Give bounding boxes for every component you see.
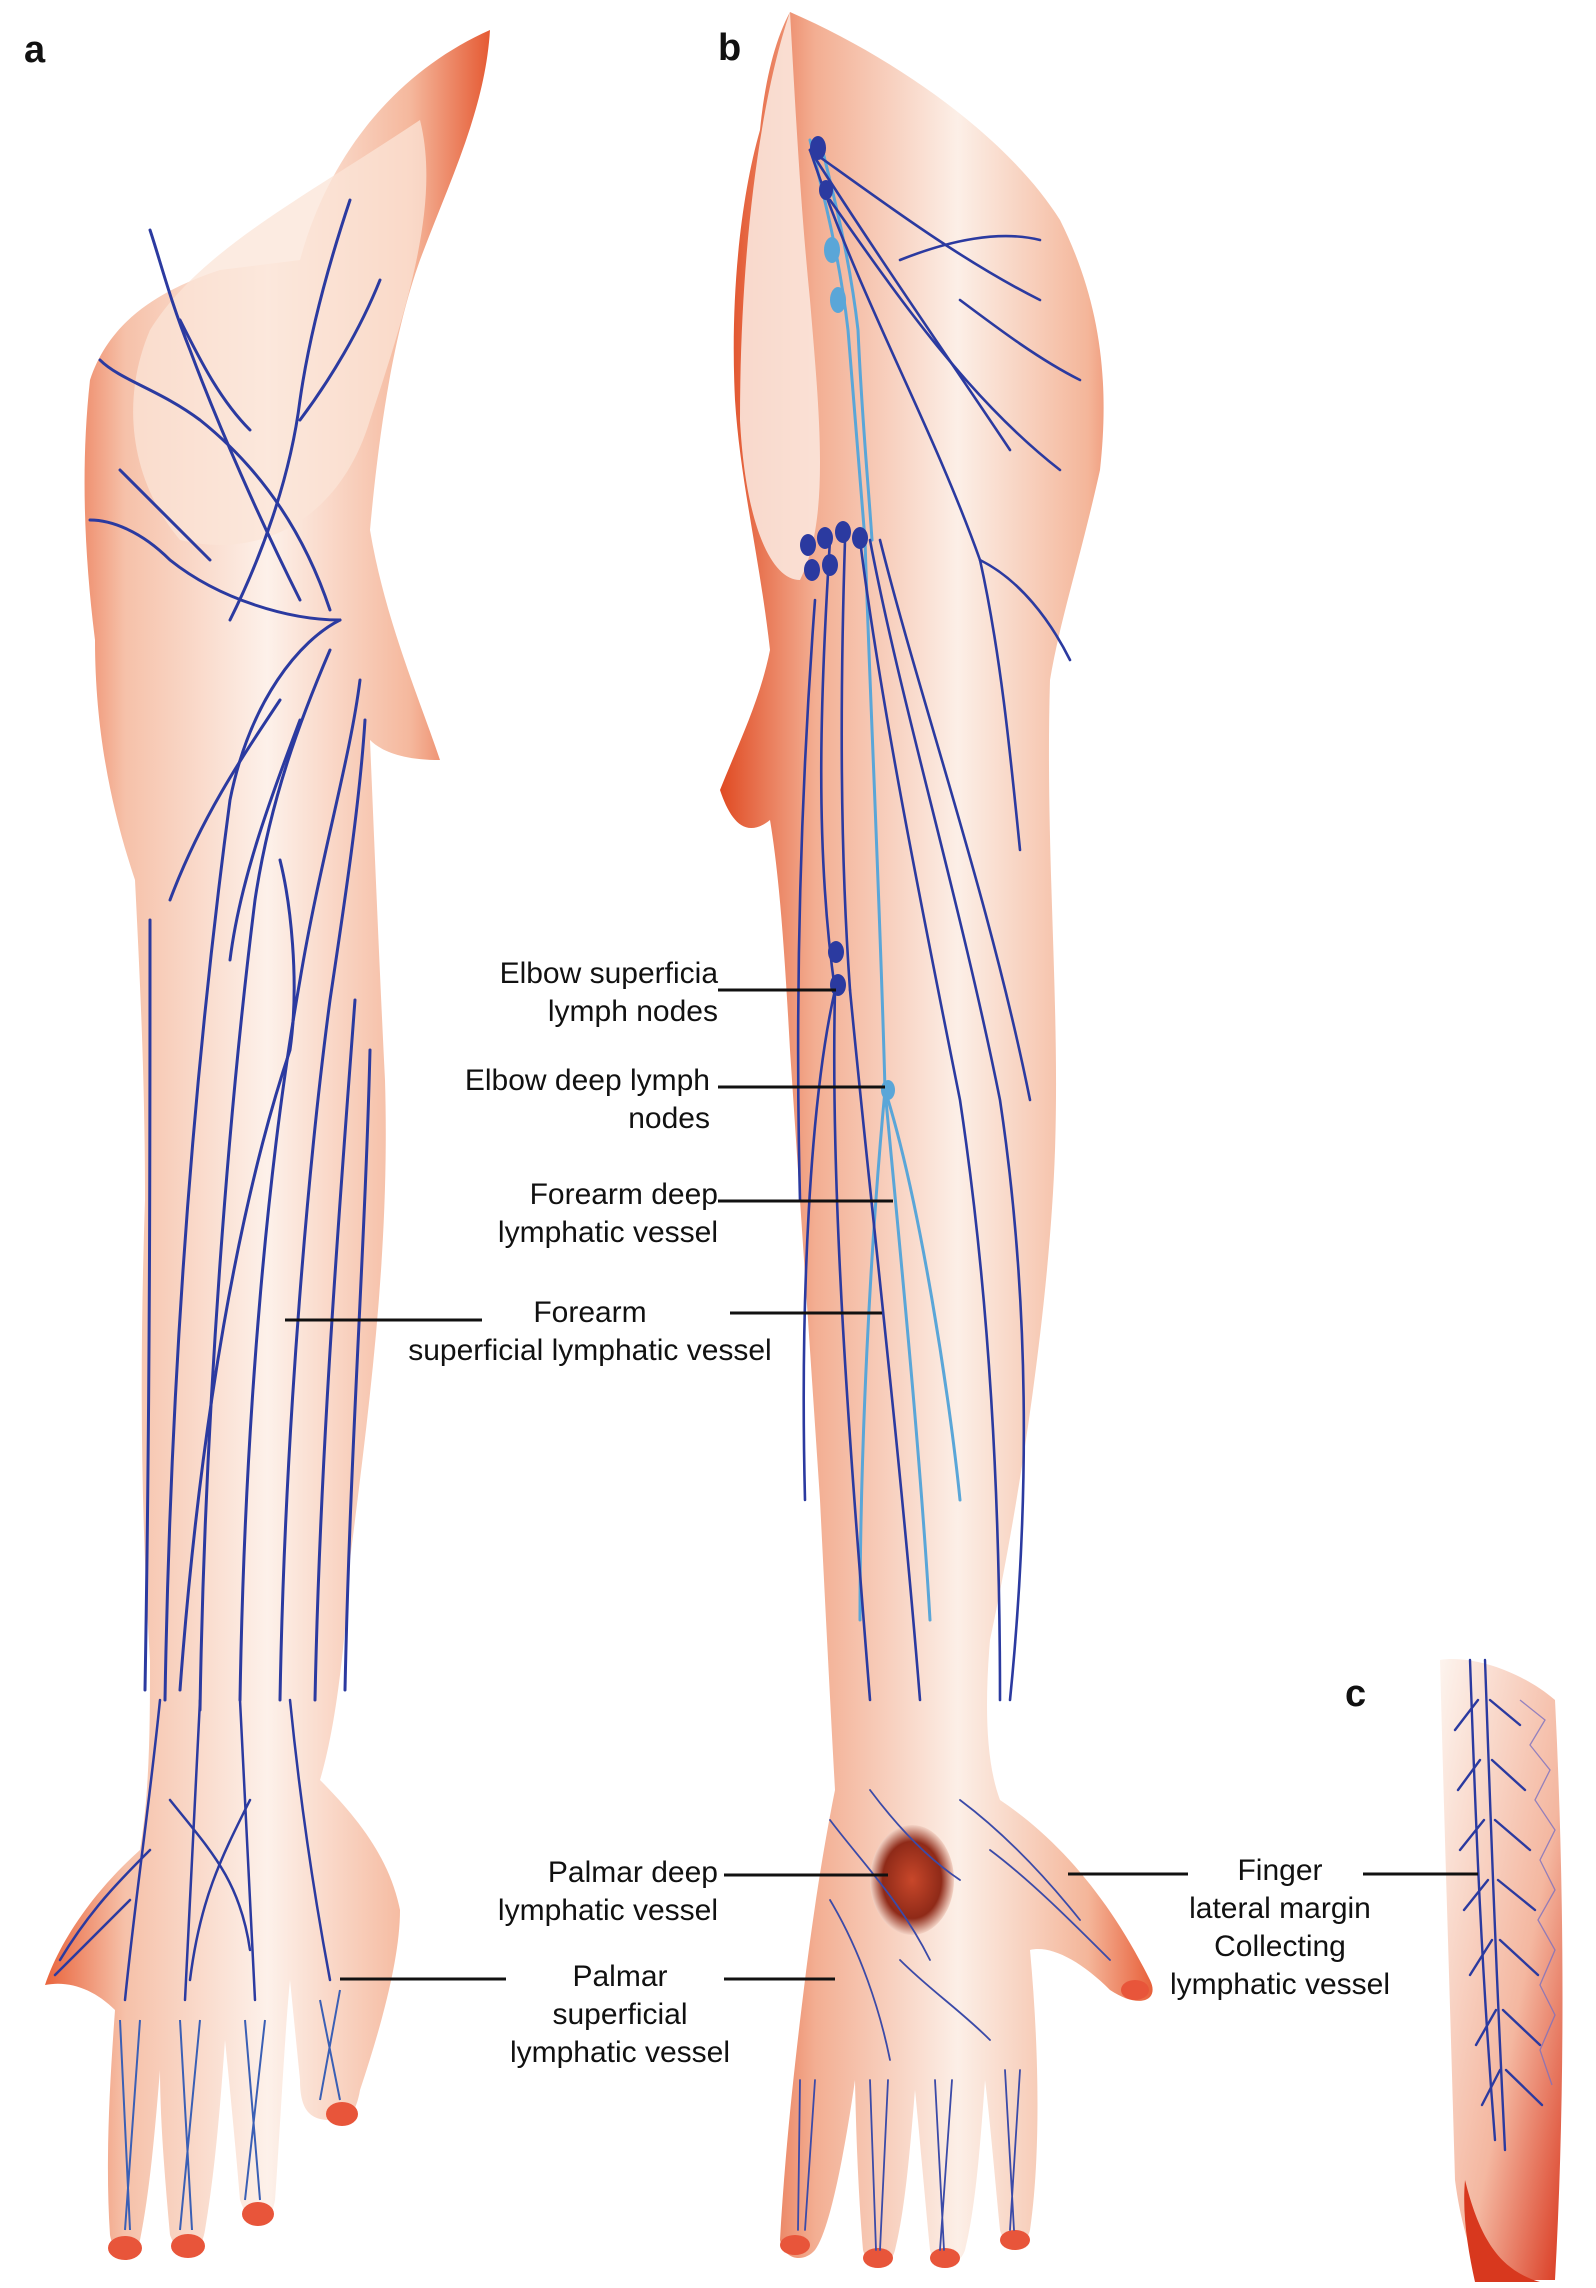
lymph-nodes-deep-upper: [824, 237, 846, 313]
arm-b-hand-vessels: [797, 1789, 1111, 2251]
arm-b-shoulder-fold: [740, 12, 820, 580]
arm-b-superficial-vessels: [796, 148, 1082, 1702]
arm-a: a: [24, 29, 490, 2260]
lymph-nodes-axillary: [800, 521, 868, 581]
lymph-nodes-upper: [810, 136, 833, 200]
arm-a-silhouette: [45, 30, 490, 2256]
panel-letter-c: c: [1345, 1673, 1366, 1715]
label-elbow-deep-lymph-nodes: Elbow deep lymph nodes: [464, 1064, 710, 1135]
label-finger-lateral-margin-collecting-vessel: Finger lateral margin Collecting lymphat…: [1169, 1854, 1391, 2001]
arm-b-deep-vessels: [808, 138, 962, 1622]
leader-lines: [285, 988, 1478, 1981]
arm-a-shoulder: [133, 120, 427, 545]
panel-letter-b: b: [718, 27, 741, 69]
palm-deep-window: [870, 1825, 954, 1935]
arm-a-hand-vessels: [53, 1698, 332, 2002]
elbow-deep-node-mark: [881, 1080, 895, 1100]
label-elbow-superficial-lymph-nodes: Elbow superficia lymph nodes: [499, 957, 718, 1028]
finger-c-nail: [1464, 2180, 1540, 2282]
arm-a-vessels: [88, 198, 382, 1712]
label-forearm-deep-lymphatic-vessel: Forearm deep lymphatic vessel: [497, 1178, 718, 1249]
panel-letter-a: a: [24, 29, 46, 71]
arm-a-finger-vessels: [119, 1989, 341, 2231]
arm-b-nails: [780, 1980, 1149, 2268]
arm-b: b: [718, 12, 1153, 2268]
finger-c-vessels: [1453, 1658, 1544, 2152]
label-palmar-superficial-lymphatic-vessel: Palmar superficial lymphatic vessel: [509, 1960, 731, 2069]
label-forearm-superficial-lymphatic-vessel: Forearm superficial lymphatic vessel: [408, 1296, 772, 1367]
finger-c-silhouette: [1440, 1659, 1563, 2280]
finger-c-capillary-net: [1519, 1699, 1556, 2086]
label-palmar-deep-lymphatic-vessel: Palmar deep lymphatic vessel: [497, 1856, 718, 1927]
arm-a-nails: [108, 2102, 358, 2260]
finger-c: c: [1345, 1658, 1563, 2282]
